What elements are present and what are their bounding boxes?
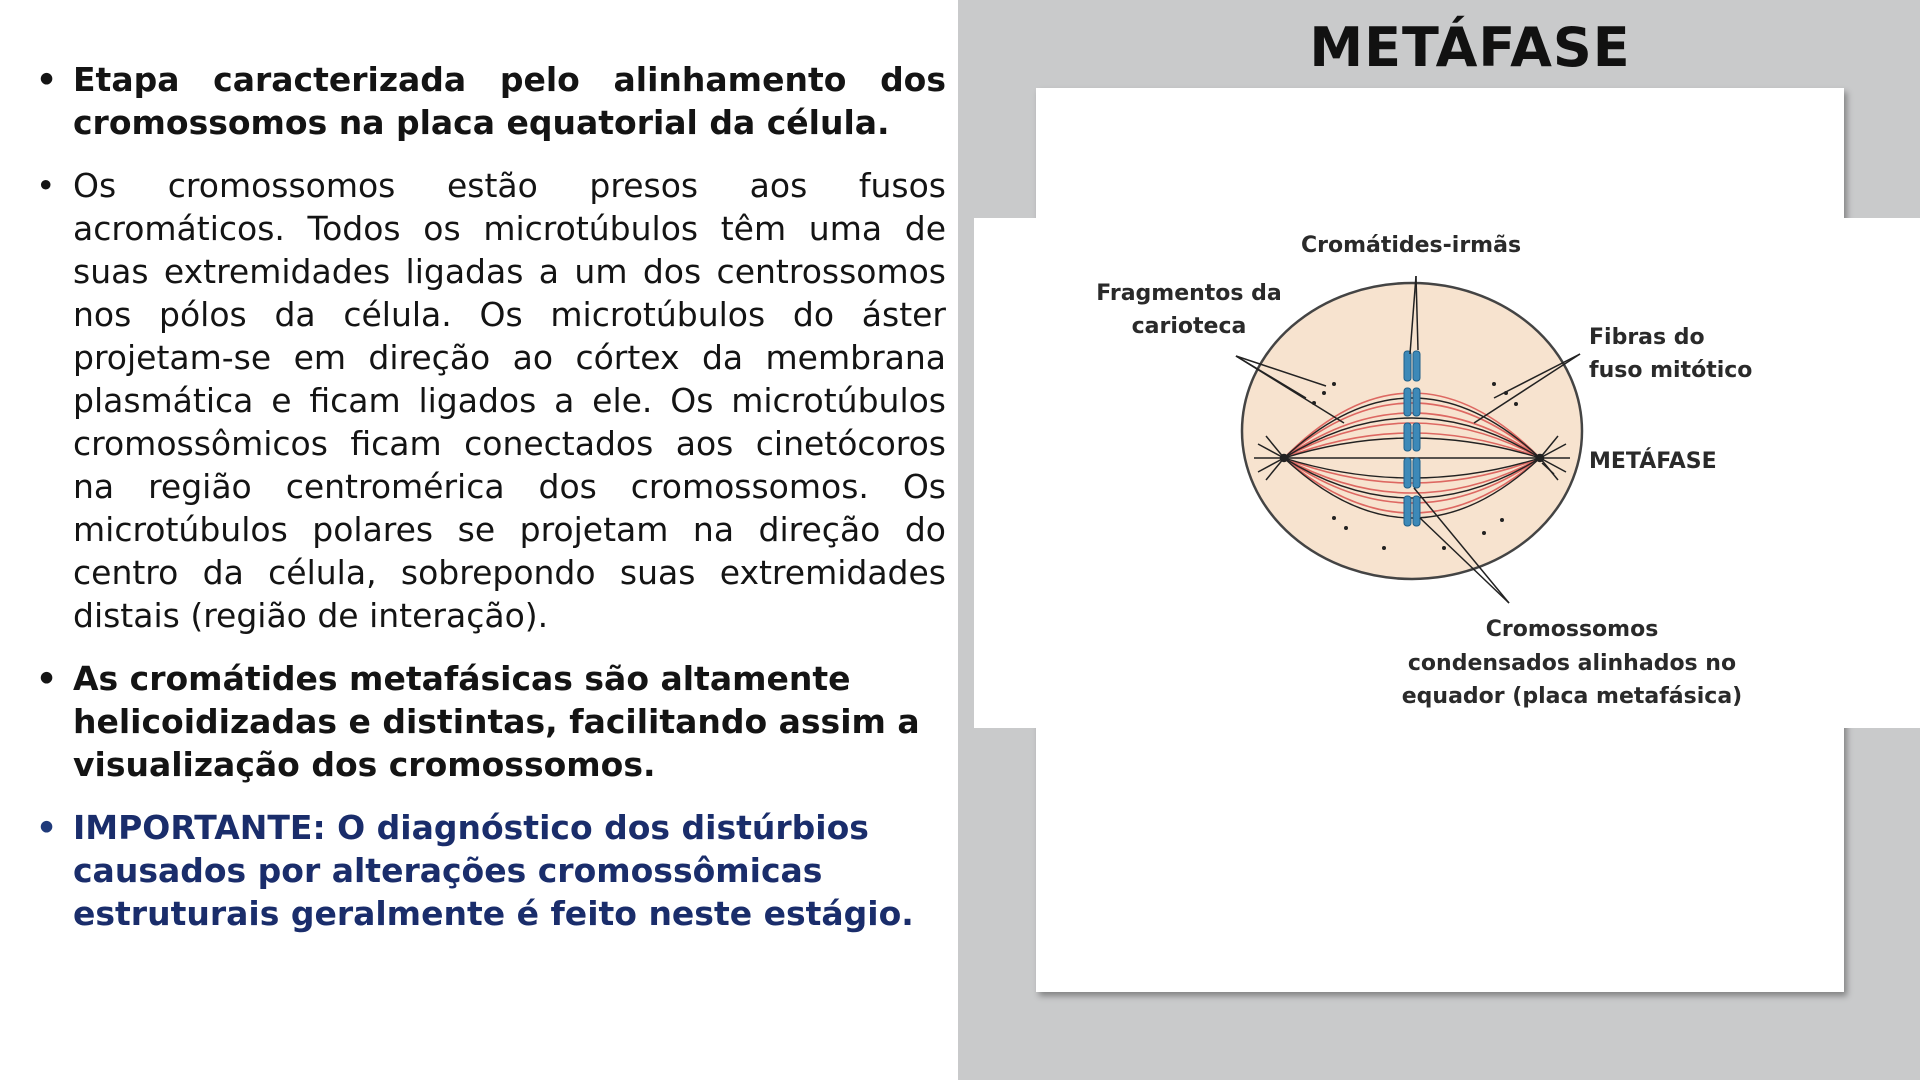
spindle-fibers-black bbox=[1283, 397, 1541, 519]
label-nuclear-fragments-line2: carioteca bbox=[1132, 314, 1247, 339]
metaphase-diagram: Cromátides-irmãs Fragmentos da carioteca… bbox=[1096, 233, 1752, 709]
bullet-item-details: Os cromossomos estão presos aos fusos ac… bbox=[36, 164, 946, 637]
label-spindle-fibers-line1: Fibras do bbox=[1589, 325, 1705, 350]
bullet-list: Etapa caracterizada pelo alinhamento dos… bbox=[36, 58, 946, 955]
aster-left bbox=[1254, 435, 1289, 481]
page-title: METÁFASE bbox=[1309, 16, 1631, 79]
bullet-item-definition: Etapa caracterizada pelo alinhamento dos… bbox=[36, 58, 946, 144]
label-chromosomes-line3: equador (placa metafásica) bbox=[1402, 684, 1742, 709]
spindle-fibers-red bbox=[1283, 392, 1541, 514]
cell-body bbox=[1240, 281, 1584, 581]
label-stage: METÁFASE bbox=[1589, 448, 1717, 474]
bullet-item-important: IMPORTANTE: O diagnóstico dos distúrbios… bbox=[36, 806, 946, 935]
label-chromosomes-line2: condensados alinhados no bbox=[1408, 651, 1736, 676]
chromosomes bbox=[1403, 350, 1421, 527]
aster-right bbox=[1535, 435, 1570, 481]
label-sister-chromatids: Cromátides-irmãs bbox=[1301, 233, 1521, 258]
label-nuclear-fragments-line1: Fragmentos da bbox=[1096, 281, 1282, 306]
label-spindle-fibers-line2: fuso mitótico bbox=[1589, 358, 1752, 383]
bullet-item-chromatids: As cromátides metafásicas são altamente … bbox=[36, 657, 946, 786]
leader-lines bbox=[1235, 275, 1581, 604]
label-chromosomes-line1: Cromossomos bbox=[1486, 617, 1659, 642]
